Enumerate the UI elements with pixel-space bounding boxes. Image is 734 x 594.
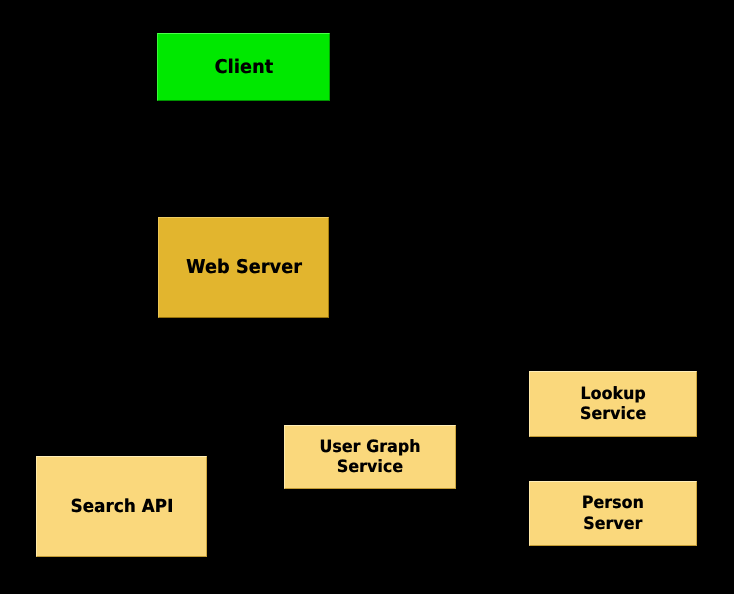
- node-web-server[interactable]: Web Server: [158, 217, 329, 318]
- node-client[interactable]: Client: [157, 33, 330, 101]
- node-web-server-label: Web Server: [185, 256, 302, 279]
- node-search-api[interactable]: Search API: [36, 456, 207, 557]
- node-person-server[interactable]: Person Server: [529, 481, 697, 546]
- node-user-graph-service-label: User Graph Service: [319, 436, 421, 477]
- node-user-graph-service[interactable]: User Graph Service: [284, 425, 456, 489]
- node-client-label: Client: [214, 55, 273, 78]
- node-lookup-service-label: Lookup Service: [579, 383, 647, 424]
- node-search-api-label: Search API: [70, 495, 173, 517]
- node-lookup-service[interactable]: Lookup Service: [529, 371, 697, 437]
- node-person-server-label: Person Server: [581, 493, 645, 534]
